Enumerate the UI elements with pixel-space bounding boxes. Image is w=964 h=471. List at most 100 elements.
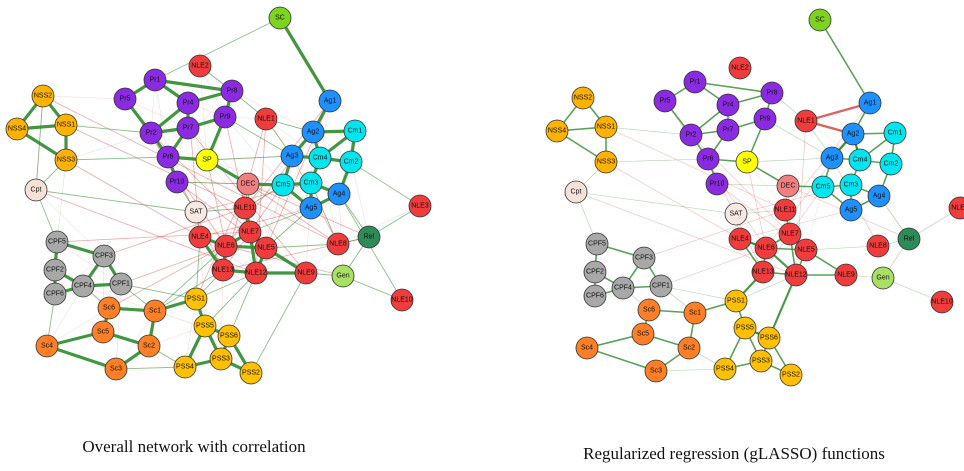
node-label: Cm5 — [816, 184, 831, 191]
node-cpf5: CPF5 — [585, 232, 609, 256]
node-circle — [244, 261, 268, 285]
node-circle — [858, 91, 882, 115]
node-circle — [611, 276, 635, 300]
node-nle1: NLE1 — [794, 109, 818, 133]
node-label: NLE12 — [245, 270, 267, 277]
edge-positive-weak — [575, 191, 737, 215]
edge-faint — [244, 155, 293, 209]
node-circle — [254, 107, 278, 131]
edge-negative — [643, 209, 786, 259]
edge-faint — [249, 182, 312, 233]
node-label: Cm2 — [344, 159, 359, 166]
node-label: Pr6 — [163, 154, 174, 161]
node-sc5: Sc5 — [91, 320, 115, 344]
node-circle — [784, 263, 808, 287]
node-pss2: PSS2 — [239, 361, 263, 385]
node-ag1: Ag1 — [318, 89, 342, 113]
node-label: Sc1 — [149, 308, 161, 315]
node-label: SP — [742, 159, 752, 166]
node-circle — [318, 89, 342, 113]
node-nle6: NLE6 — [214, 234, 238, 258]
node-circle — [564, 180, 588, 204]
edge-positive-weak — [65, 124, 152, 134]
node-nle10: NLE10 — [390, 288, 414, 312]
node-sc1: Sc1 — [143, 299, 167, 323]
node-label: Cm3 — [844, 182, 859, 189]
node-label: Sc2 — [143, 343, 155, 350]
node-nle11: NLE11 — [233, 196, 257, 220]
edge-positive-weak — [120, 283, 197, 300]
node-circle — [91, 320, 115, 344]
node-circle — [811, 175, 835, 199]
node-circle — [280, 144, 304, 168]
node-label: PSS4 — [176, 364, 194, 371]
node-cpf4: CPF4 — [611, 276, 635, 300]
node-label: Pr2 — [686, 132, 697, 139]
node-cpf3: CPF3 — [92, 244, 116, 268]
node-label: PSS6 — [220, 333, 238, 340]
edge-positive-weak — [154, 17, 281, 81]
node-label: CPF5 — [588, 241, 606, 248]
node-label: Sc4 — [581, 345, 593, 352]
node-circle — [583, 284, 607, 308]
node-ag5: Ag5 — [839, 198, 863, 222]
node-pr1: Pr1 — [143, 68, 167, 92]
edge-faint — [115, 283, 122, 370]
node-label: DEC — [241, 181, 256, 188]
node-label: CPF3 — [95, 253, 113, 260]
node-cm3: Cm3 — [839, 173, 863, 197]
edge-positive-weak — [250, 272, 307, 374]
node-circle — [220, 79, 244, 103]
node-circle — [35, 334, 59, 358]
node-cm3: Cm3 — [299, 171, 323, 195]
node-circle — [754, 236, 778, 260]
node-circle — [113, 87, 137, 111]
node-circle — [308, 146, 332, 170]
node-label: Sc6 — [643, 307, 655, 314]
node-label: NLE5 — [257, 245, 275, 252]
edge-faint — [35, 189, 105, 257]
node-circle — [184, 287, 208, 311]
edge-faint — [220, 269, 224, 360]
node-label: NLE3 — [951, 205, 964, 212]
node-circle — [209, 347, 233, 371]
node-circle — [195, 148, 219, 172]
node-circle — [632, 246, 656, 270]
node-label: NLE5 — [797, 247, 815, 254]
node-cpf3: CPF3 — [632, 246, 656, 270]
node-label: SAT — [189, 209, 203, 216]
node-nle12: NLE12 — [784, 263, 808, 287]
node-label: Cm4 — [853, 157, 868, 164]
node-nle2: NLE2 — [728, 56, 752, 80]
node-circle — [571, 86, 595, 110]
node-label: PSS3 — [752, 358, 770, 365]
node-nss3: NSS3 — [594, 150, 618, 174]
edge-faint — [124, 98, 189, 129]
node-sc: SC — [808, 8, 832, 32]
node-label: NSS1 — [57, 122, 75, 129]
node-label: NLE10 — [931, 299, 953, 306]
node-label: Cm1 — [348, 128, 363, 135]
node-circle — [173, 355, 197, 379]
edge-faint — [46, 285, 84, 347]
edge-negative — [42, 95, 339, 245]
node-circle — [724, 289, 748, 313]
edge-positive-strong — [694, 81, 773, 94]
edge-faint — [199, 65, 208, 161]
node-ag3: Ag3 — [820, 146, 844, 170]
edge-positive-strong — [45, 344, 118, 371]
node-label: Sc5 — [97, 329, 109, 336]
node-circle — [45, 230, 69, 254]
node-label: Pr7 — [723, 127, 734, 134]
node-circle — [327, 182, 351, 206]
edge-positive-weak — [605, 158, 709, 163]
node-circle — [217, 324, 241, 348]
node-label: Ag2 — [307, 129, 320, 136]
node-label: NLE1 — [797, 118, 815, 125]
node-pr4: Pr4 — [716, 93, 740, 117]
edge-positive-weak — [350, 161, 421, 207]
node-sc2: Sc2 — [137, 334, 161, 358]
node-label: Rel — [364, 234, 375, 241]
node-circle — [268, 6, 292, 30]
